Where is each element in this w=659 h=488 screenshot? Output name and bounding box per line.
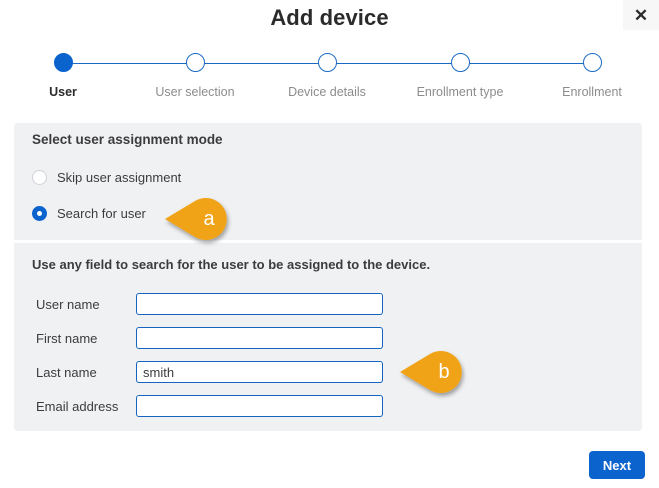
radio-dot-icon xyxy=(37,211,42,216)
callout-marker-b: b xyxy=(400,349,474,395)
user-assignment-mode-panel: Select user assignment mode Skip user as… xyxy=(14,123,642,240)
radio-icon xyxy=(32,170,47,185)
progress-stepper: User User selection Device details Enrol… xyxy=(0,50,659,108)
form-row-user-name: User name xyxy=(36,287,383,321)
form-row-email-address: Email address xyxy=(36,389,383,423)
radio-label: Search for user xyxy=(57,206,146,221)
step-circle-icon xyxy=(582,53,602,72)
radio-icon xyxy=(32,206,47,221)
form-row-first-name: First name xyxy=(36,321,383,355)
section-heading: Select user assignment mode xyxy=(32,132,223,147)
step-label: User selection xyxy=(155,85,235,99)
close-icon: ✕ xyxy=(633,5,649,25)
step-circle-icon xyxy=(317,53,337,72)
step-user-selection[interactable]: User selection xyxy=(120,50,270,99)
last-name-label: Last name xyxy=(36,364,97,380)
step-enrollment[interactable]: Enrollment xyxy=(517,50,659,99)
radio-dot-icon xyxy=(37,175,42,180)
step-enrollment-type[interactable]: Enrollment type xyxy=(385,50,535,99)
page-title: Add device xyxy=(270,5,389,30)
form-row-last-name: Last name xyxy=(36,355,383,389)
close-button[interactable]: ✕ xyxy=(623,0,659,30)
search-for-user-radio[interactable]: Search for user xyxy=(32,206,146,221)
email-address-label: Email address xyxy=(36,398,119,414)
callout-letter: b xyxy=(438,361,450,383)
user-name-input[interactable] xyxy=(136,293,383,315)
user-search-form: User name First name Last name Email add… xyxy=(36,287,383,423)
step-user[interactable]: User xyxy=(0,50,138,99)
step-circle-icon xyxy=(185,53,205,72)
next-button[interactable]: Next xyxy=(589,451,645,479)
step-label: Enrollment type xyxy=(416,85,504,99)
step-circle-icon xyxy=(450,53,470,72)
step-label: Device details xyxy=(288,85,366,99)
step-device-details[interactable]: Device details xyxy=(252,50,402,99)
last-name-input[interactable] xyxy=(136,361,383,383)
email-address-input[interactable] xyxy=(136,395,383,417)
callout-letter: a xyxy=(203,208,215,230)
search-hint-text: Use any field to search for the user to … xyxy=(32,257,431,272)
first-name-input[interactable] xyxy=(136,327,383,349)
user-name-label: User name xyxy=(36,296,100,312)
first-name-label: First name xyxy=(36,330,98,346)
callout-marker-a: a xyxy=(165,196,239,242)
step-label: Enrollment xyxy=(562,85,622,99)
step-label: User xyxy=(49,85,77,99)
radio-label: Skip user assignment xyxy=(57,170,182,185)
user-search-panel: Use any field to search for the user to … xyxy=(14,243,642,431)
step-circle-icon xyxy=(53,53,73,72)
skip-user-assignment-radio[interactable]: Skip user assignment xyxy=(32,170,181,185)
